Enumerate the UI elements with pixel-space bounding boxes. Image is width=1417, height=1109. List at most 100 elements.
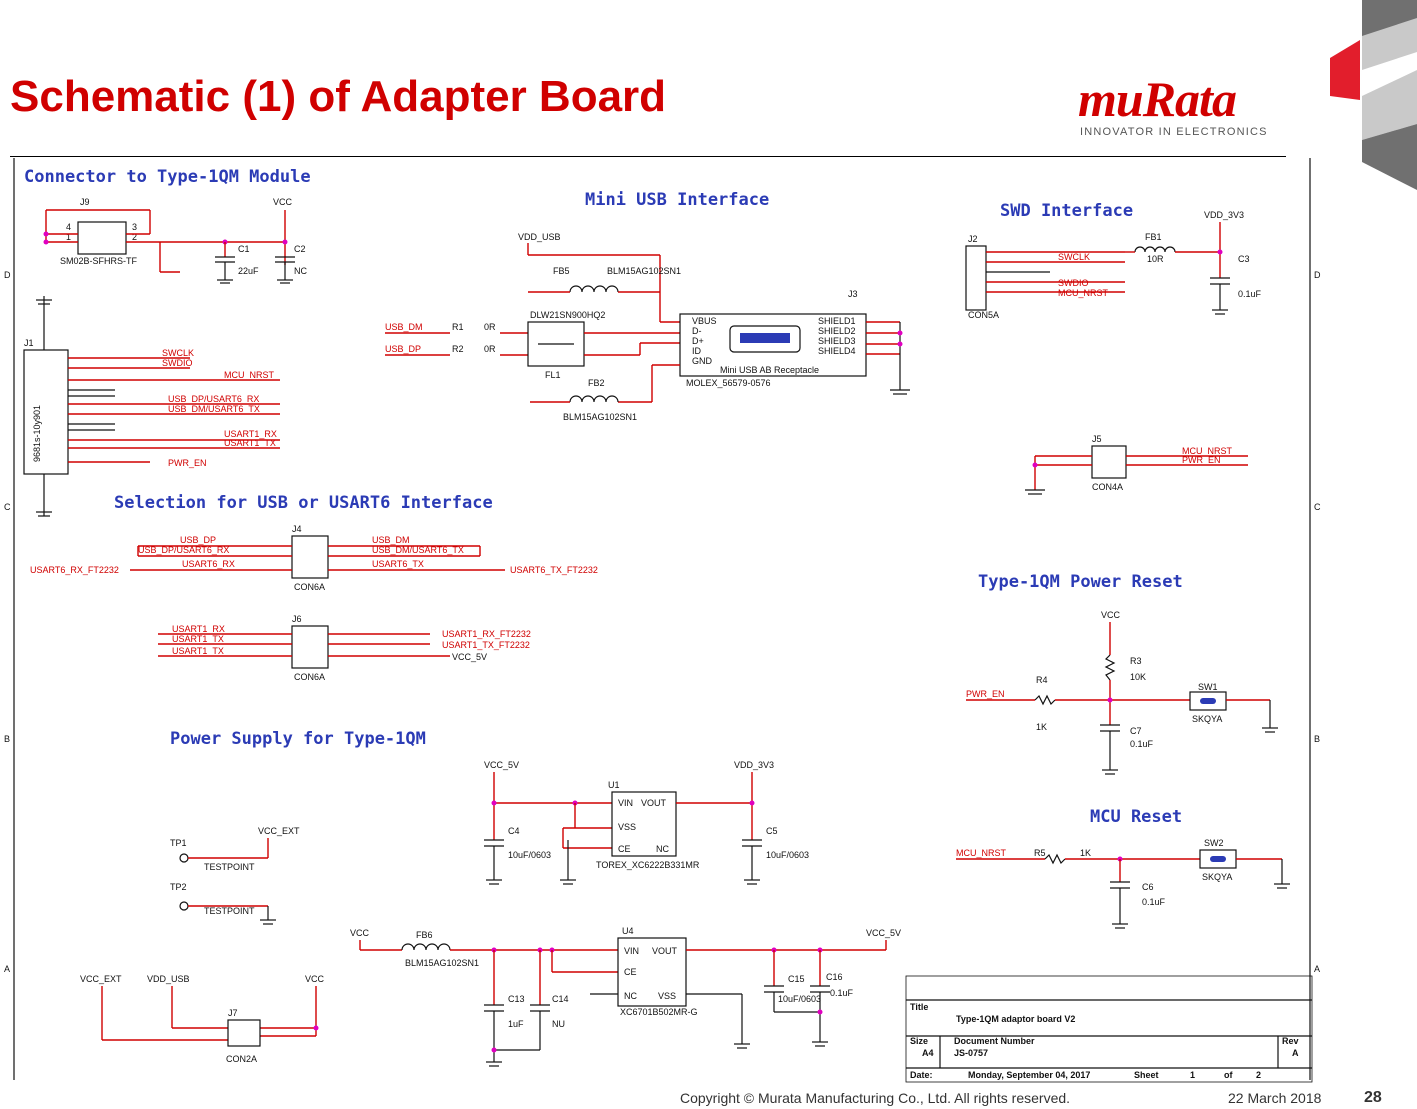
schematic-label: J4 (292, 524, 302, 534)
schematic-label: Mini USB AB Receptacle (720, 365, 819, 375)
schematic-label: 10R (1147, 254, 1164, 264)
title-divider (10, 156, 1286, 157)
schematic-label: USB_DM (372, 535, 410, 545)
schematic-label: 1K (1080, 848, 1091, 858)
j6-connector: J6 CON6A USART1_RX USART1_TX USART1_TX U… (158, 614, 531, 682)
schematic-label: VDD_3V3 (734, 760, 774, 770)
schematic-label: USB_DP/USART6_RX (168, 394, 259, 404)
schematic-label: SWCLK (162, 348, 194, 358)
schematic-label: 9681s-10y901 (32, 405, 42, 462)
schematic-label: CON6A (294, 582, 325, 592)
logo-tagline: INNOVATOR IN ELECTRONICS (1080, 126, 1268, 138)
schematic-label: C3 (1238, 254, 1250, 264)
schematic-label: 10uF/0603 (766, 850, 809, 860)
section-connector: Connector to Type-1QM Module (24, 167, 311, 187)
u1-regulator: VCC_5V U1 VIN VOUT VSS CE NC TOREX_XC622… (484, 760, 809, 885)
murata-logo: muRata (1078, 71, 1237, 127)
schematic-label: USART6_RX_FT2232 (30, 565, 119, 575)
schematic-label: Rev (1282, 1036, 1299, 1046)
schematic-label: VOUT (652, 946, 678, 956)
j5-connector: J5 CON4A MCU_NRST PWR_EN (1025, 434, 1248, 495)
schematic-label: CE (618, 844, 631, 854)
schematic-label: Monday, September 04, 2017 (968, 1070, 1090, 1080)
schematic-label: NC (656, 844, 669, 854)
schematic-label: A (1292, 1048, 1299, 1058)
section-mcu-reset: MCU Reset (1090, 807, 1182, 827)
schematic-label: USB_DP (180, 535, 216, 545)
border-mark-c: C (4, 502, 11, 512)
schematic-label: VSS (658, 991, 676, 1001)
schematic-label: J2 (968, 234, 978, 244)
schematic-label: R2 (452, 344, 464, 354)
schematic-label: VDD_3V3 (1204, 210, 1244, 220)
mini-usb-circuit: VDD_USB FB5 BLM15AG102SN1 USB_DM USB_DP … (385, 232, 910, 422)
schematic-label: VCC_EXT (258, 826, 300, 836)
schematic-label: SHIELD2 (818, 326, 856, 336)
schematic-label: SKQYA (1202, 872, 1232, 882)
schematic-label: Sheet (1134, 1070, 1159, 1080)
schematic-label: FL1 (545, 370, 561, 380)
section-mini-usb: Mini USB Interface (585, 190, 769, 210)
schematic-label: 3 (132, 222, 137, 232)
schematic-label: C13 (508, 994, 525, 1004)
schematic-label: MCU_NRST (224, 370, 275, 380)
schematic-label: PWR_EN (1182, 455, 1221, 465)
schematic-label: JS-0757 (954, 1048, 988, 1058)
schematic-label: VCC_5V (452, 652, 487, 662)
schematic-label: USART1_RX (224, 429, 277, 439)
schematic-label: R5 (1034, 848, 1046, 858)
title-block: Title Type-1QM adaptor board V2 Size A4 … (905, 975, 1313, 1083)
schematic-label: MCU_NRST (956, 848, 1007, 858)
schematic-label: SW2 (1204, 838, 1224, 848)
schematic-label: J1 (24, 338, 34, 348)
schematic-label: VIN (618, 798, 633, 808)
schematic-label: USB_DP/USART6_RX (138, 545, 229, 555)
schematic-label: 1 (1190, 1070, 1195, 1080)
schematic-frame: D C B A D C B A (4, 158, 1321, 1080)
power-reset-circuit: VCC R3 10K PWR_EN R4 1K SW1 SKQYA C7 0.1… (966, 610, 1278, 775)
copyright-text: Copyright © Murata Manufacturing Co., Lt… (680, 1090, 1071, 1106)
schematic-label: BLM15AG102SN1 (607, 266, 681, 276)
schematic-label: Title (910, 1002, 928, 1012)
schematic-label: SKQYA (1192, 714, 1222, 724)
border-mark-d-right: D (1314, 270, 1321, 280)
schematic-label: GND (692, 356, 713, 366)
schematic-label: FB1 (1145, 232, 1162, 242)
border-mark-d: D (4, 270, 11, 280)
schematic-label: VIN (624, 946, 639, 956)
schematic-label: Date: (910, 1070, 933, 1080)
schematic-label: D- (692, 326, 702, 336)
schematic-label: J7 (228, 1008, 238, 1018)
schematic-label: CE (624, 967, 637, 977)
schematic-label: USART1_TX (172, 634, 224, 644)
schematic-label: VCC_5V (484, 760, 519, 770)
schematic-label: C15 (788, 974, 805, 984)
border-mark-c-right: C (1314, 502, 1321, 512)
schematic-label: VCC (273, 197, 293, 207)
schematic-label: CON2A (226, 1054, 257, 1064)
schematic-label: NC (624, 991, 637, 1001)
schematic-label: USART1_RX (172, 624, 225, 634)
schematic-label: 1uF (508, 1019, 524, 1029)
schematic-label: 0.1uF (1130, 739, 1154, 749)
schematic-label: Size (910, 1036, 928, 1046)
schematic-label: VOUT (641, 798, 667, 808)
page-number: 28 (1364, 1089, 1382, 1106)
schematic-label: 22uF (238, 266, 259, 276)
schematic-label: VBUS (692, 316, 717, 326)
schematic-label: J3 (848, 289, 858, 299)
schematic-label: NC (294, 266, 307, 276)
schematic-label: USART6_TX_FT2232 (510, 565, 598, 575)
schematic-label: USART6_TX (372, 559, 424, 569)
schematic-label: XC6701B502MR-G (620, 1007, 698, 1017)
schematic-label: PWR_EN (168, 458, 207, 468)
schematic-label: U1 (608, 780, 620, 790)
schematic-label: 10K (1130, 672, 1146, 682)
schematic-label: SWDIO (1058, 278, 1089, 288)
schematic-label: 1K (1036, 722, 1047, 732)
schematic-label: VCC (350, 928, 370, 938)
schematic-label: of (1224, 1070, 1233, 1080)
schematic-label: TESTPOINT (204, 906, 255, 916)
schematic-label: VDD_USB (147, 974, 190, 984)
schematic-label: D+ (692, 336, 704, 346)
